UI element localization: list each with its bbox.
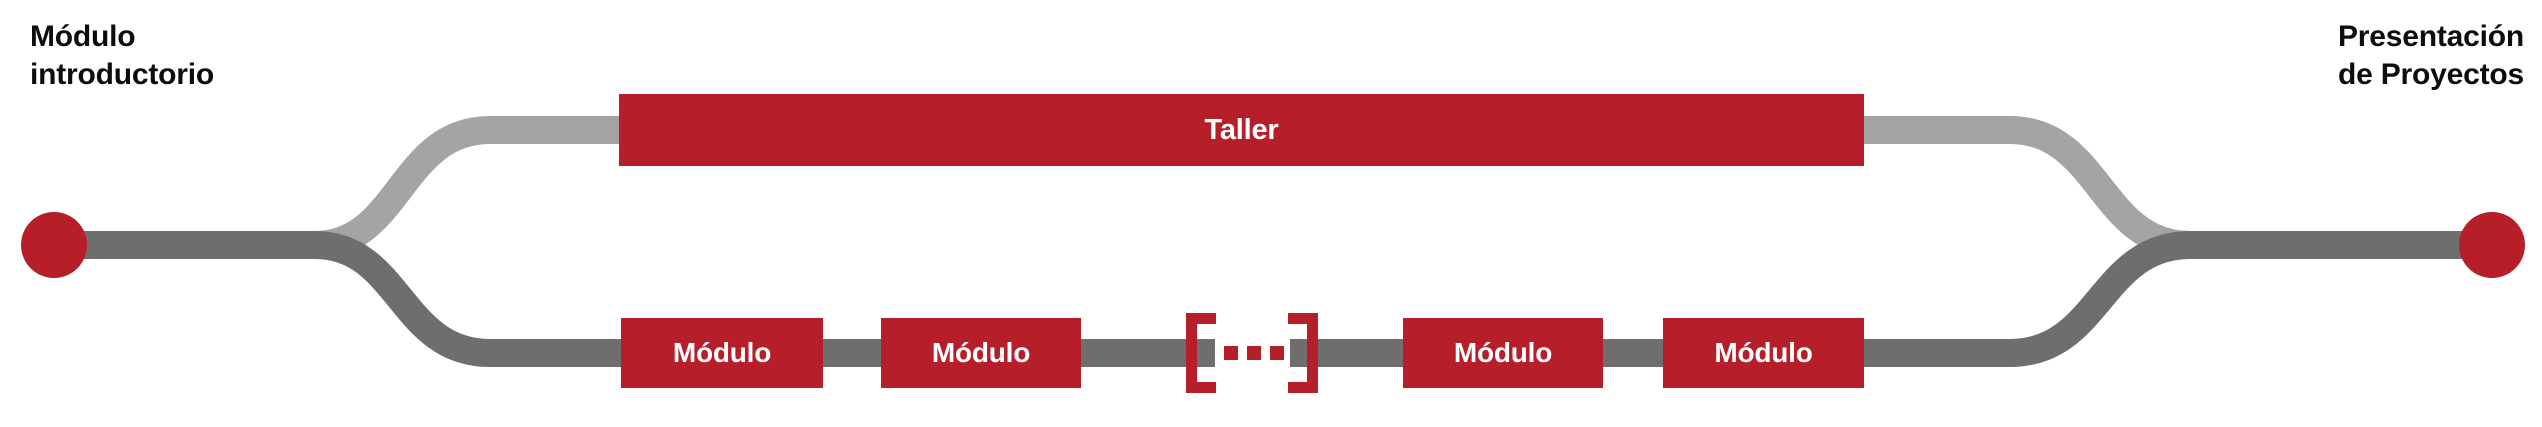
start-label: Módulo introductorio bbox=[30, 20, 215, 91]
ellipsis-dot-3 bbox=[1270, 346, 1284, 360]
ellipsis-dot-1 bbox=[1224, 346, 1238, 360]
modulo-box-2[interactable]: Módulo bbox=[881, 318, 1081, 388]
lower-branch-path-left bbox=[60, 231, 640, 367]
lower-branch-path-right bbox=[1850, 231, 2500, 367]
upper-branch-path-left bbox=[196, 116, 640, 259]
end-circle bbox=[2459, 212, 2525, 278]
taller-box[interactable]: Taller bbox=[619, 94, 1864, 166]
end-label: Presentación de Proyectos bbox=[2337, 20, 2524, 91]
bracket-close-icon bbox=[1288, 313, 1318, 393]
modulo-ellipsis-group bbox=[1186, 313, 1318, 393]
ellipsis-dots-icon bbox=[1224, 346, 1284, 360]
start-circle bbox=[21, 212, 87, 278]
modulo-box-3[interactable]: Módulo bbox=[1403, 318, 1603, 388]
modulo-box-4[interactable]: Módulo bbox=[1663, 318, 1864, 388]
bracket-open-icon bbox=[1186, 313, 1216, 393]
ellipsis-dot-2 bbox=[1247, 346, 1261, 360]
modulo-box-1[interactable]: Módulo bbox=[621, 318, 823, 388]
upper-branch-path-right bbox=[1850, 116, 2330, 259]
